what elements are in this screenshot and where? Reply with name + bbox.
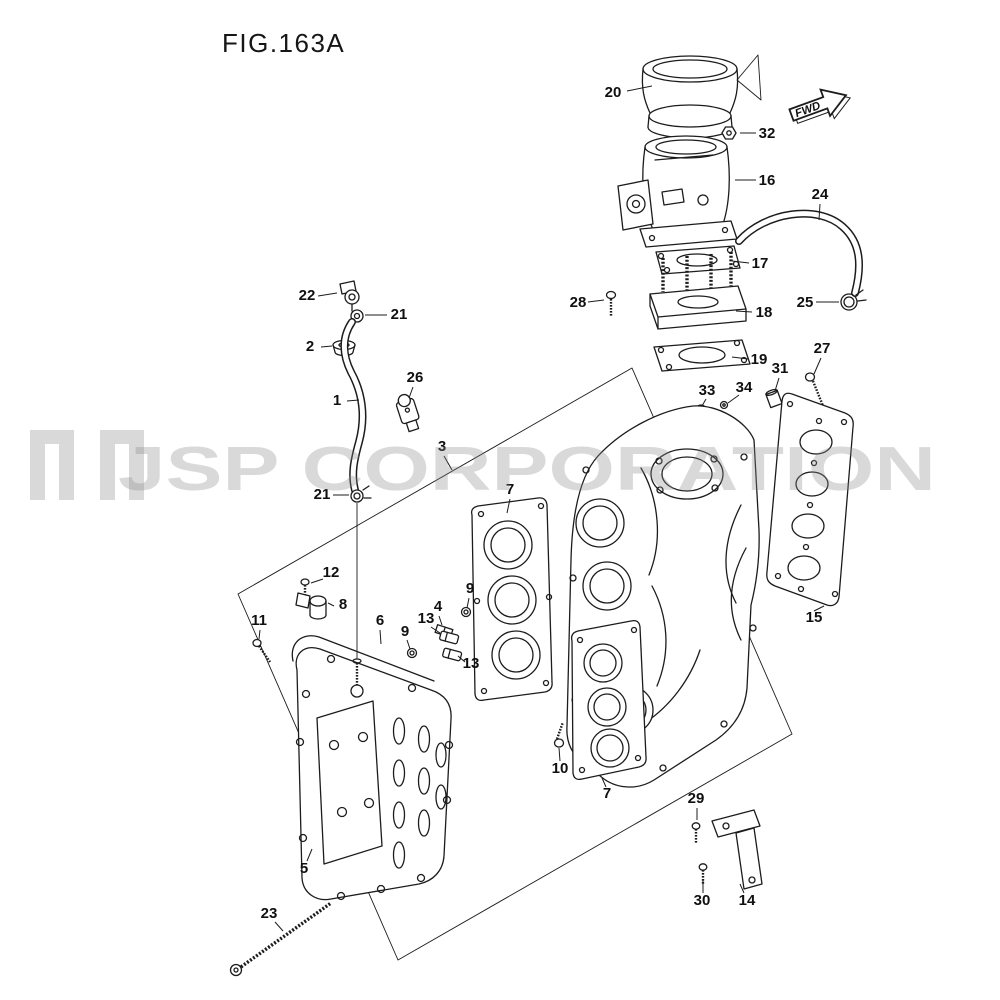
callout-31: 31: [772, 360, 789, 377]
callout-9-b: 9: [401, 623, 409, 640]
part-20-intake-collar: [641, 54, 762, 139]
part-9-ring-b: [406, 647, 418, 659]
page-title: FIG.163A: [222, 28, 345, 58]
part-6-gasket-edge: [291, 635, 435, 682]
callout-18: 18: [756, 304, 773, 321]
part-12-screw: [300, 578, 310, 599]
part-17-gasket: [655, 245, 741, 275]
callout-33: 33: [699, 382, 716, 399]
callout-13-a: 13: [418, 610, 435, 627]
part-31-spacer-pin: [765, 388, 783, 409]
callout-29: 29: [688, 790, 705, 807]
callout-14: 14: [739, 892, 756, 909]
callout-26: 26: [407, 369, 424, 386]
watermark-logo: [30, 430, 144, 500]
part-27-bolt: [804, 372, 825, 407]
callout-12: 12: [323, 564, 340, 581]
callout-25: 25: [797, 294, 814, 311]
callout-21-a: 21: [391, 306, 408, 323]
part-32-nut: [721, 126, 737, 140]
callout-24: 24: [812, 186, 829, 203]
part-22-sensor: [339, 280, 360, 312]
callout-23: 23: [261, 905, 278, 922]
part-13-sleeve-a: [439, 630, 460, 645]
callout-7-b: 7: [603, 785, 611, 802]
callout-32: 32: [759, 125, 776, 142]
fwd-label: FWD: [794, 100, 823, 120]
callout-2: 2: [306, 338, 314, 355]
callout-21-b: 21: [314, 486, 331, 503]
part-7-gasket-a: [470, 497, 553, 702]
callout-27: 27: [814, 340, 831, 357]
callout-11: 11: [251, 612, 267, 629]
callout-17: 17: [752, 255, 769, 272]
part-11-bolt: [252, 638, 271, 663]
part-29-bolt: [691, 822, 701, 844]
callout-22: 22: [299, 287, 316, 304]
part-15-gasket-plate: [766, 392, 854, 607]
part-7-gasket-b: [570, 619, 647, 781]
part-18-studs: [661, 252, 733, 292]
part-24-hose: [735, 209, 863, 297]
part-30-bolt: [698, 863, 708, 884]
part-5-cover: [295, 647, 454, 901]
callout-19: 19: [751, 351, 768, 368]
callout-34: 34: [736, 379, 753, 396]
part-19-gasket: [653, 339, 751, 372]
callout-16: 16: [759, 172, 776, 189]
part-16-throttle-body: [617, 135, 738, 248]
callout-20: 20: [605, 84, 622, 101]
part-1-hose: [340, 318, 367, 494]
part-9-ring-a: [460, 606, 472, 618]
part-23-stud-bolt: [229, 901, 332, 977]
callout-13-b: 13: [463, 655, 480, 672]
part-18-spacer: [649, 285, 747, 330]
callout-10: 10: [552, 760, 569, 777]
watermark-text: JSP CORPORATION: [118, 435, 936, 504]
part-21-clamp-b: [350, 485, 372, 659]
part-34-washer: [719, 400, 729, 410]
callout-6: 6: [376, 612, 384, 629]
leader-lines: [258, 85, 839, 932]
callout-7-a: 7: [506, 481, 514, 498]
callout-30: 30: [694, 892, 711, 909]
part-14-bracket: [711, 809, 763, 890]
part-25-clamp: [840, 289, 867, 311]
callout-3: 3: [438, 438, 446, 455]
part-26-sensor: [395, 393, 420, 433]
callout-1: 1: [333, 392, 341, 409]
callout-4: 4: [434, 598, 443, 615]
part-10-bolt: [553, 721, 565, 748]
callout-15: 15: [806, 609, 823, 626]
part-28-screw: [605, 290, 617, 317]
callout-5: 5: [300, 860, 308, 877]
part-13-sleeve-b: [442, 647, 463, 662]
callout-28: 28: [570, 294, 587, 311]
part-8-sensor: [295, 592, 327, 620]
callout-labels: 20 32 16 24 17 25 28 18 19 27 31 34 33 2…: [251, 84, 830, 922]
callout-8: 8: [339, 596, 347, 613]
callout-9-a: 9: [466, 580, 474, 597]
watermark: JSP CORPORATION: [30, 430, 936, 504]
fwd-arrow: FWD: [788, 88, 852, 125]
